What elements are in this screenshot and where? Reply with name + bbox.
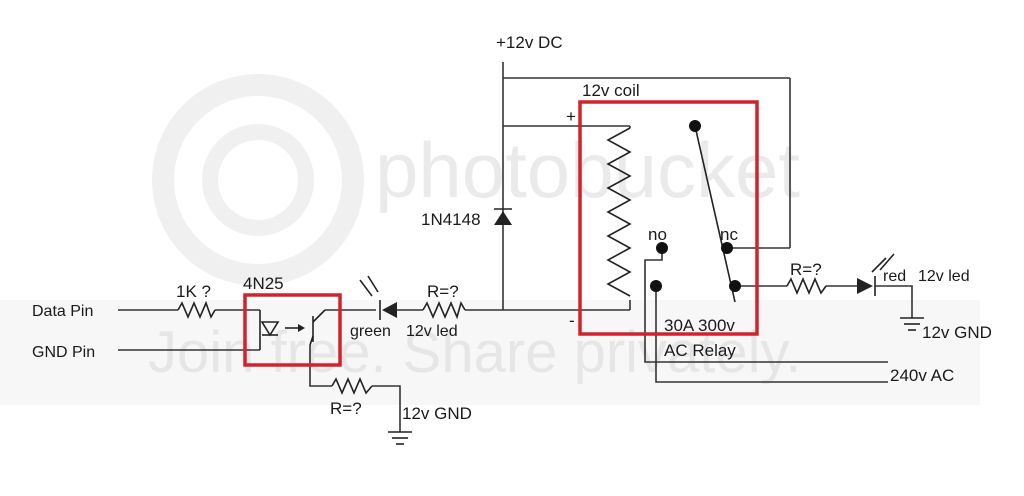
relay-switch [650,120,741,303]
gnd-right-label: 12v GND [922,323,992,342]
ground-symbol-left [388,431,412,445]
nc-label: nc [720,225,738,244]
optocoupler-highlight [243,293,342,367]
relay-type-label: AC Relay [664,341,736,360]
wires [118,62,913,432]
series-resistor-label: R=? [427,282,459,301]
led-resistor [786,276,827,296]
optocoupler [259,309,326,350]
supply-label: +12v DC [496,33,563,52]
diode-label: 1N4148 [421,210,481,229]
red-led [857,253,895,296]
input-resistor-label: 1K ? [176,282,211,301]
switch-pivot [689,120,701,132]
watermark-logo-ring-outer [152,74,364,286]
watermark-tagline: Join free. Share privately. [148,320,801,385]
coil-label: 12v coil [582,81,640,100]
flyback-diode [494,208,512,225]
no-terminal [656,242,668,254]
nc-terminal [721,242,733,254]
relay-rating-label: 30A 300v [664,316,735,335]
relay-coil [606,127,632,297]
watermark: photobucket Join free. Share privately. [148,74,801,385]
led-resistor-label: R=? [790,260,822,279]
ac-terminal [650,280,662,292]
coil-minus-label: - [569,311,575,330]
coil-plus-label: + [566,107,576,126]
watermark-brand: photobucket [375,126,800,214]
green-led-color-label: green [350,323,391,340]
green-led [359,275,397,320]
emitter-resistor [331,376,373,396]
emitter-resistor-label: R=? [330,399,362,418]
relay-highlight [578,100,759,336]
series-resistor [422,300,466,320]
input-resistor [177,300,216,320]
red-led-rating-label: 12v led [918,268,970,285]
data-pin-label: Data Pin [32,303,93,320]
background-panel [0,300,980,405]
ground-symbol-right [900,317,924,331]
common-terminal [729,280,741,292]
gnd-left-label: 12v GND [402,404,472,423]
watermark-logo-ring-inner [202,124,314,236]
red-led-color-label: red [883,268,906,285]
ac-line-label: 240v AC [890,366,954,385]
gnd-pin-label: GND Pin [32,344,95,361]
no-label: no [648,225,667,244]
green-led-rating-label: 12v led [406,323,458,340]
optocoupler-label: 4N25 [243,274,284,293]
